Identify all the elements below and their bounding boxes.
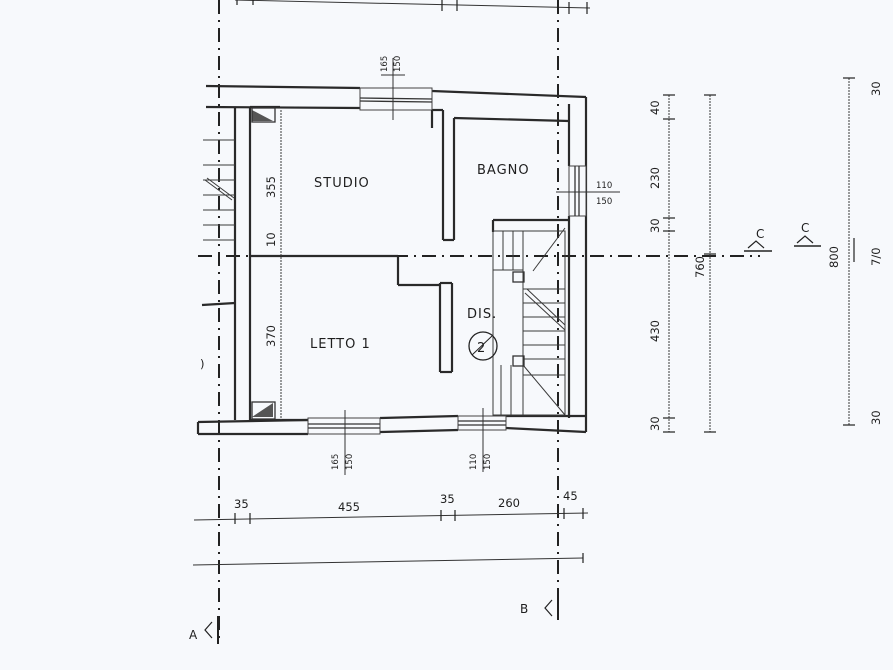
section-label-c1: C [756,227,764,241]
section-marker-b: B [520,594,559,620]
bottom-dimension-line [192,508,589,566]
window-top [359,58,433,120]
section-marker-a: A [189,616,219,644]
right-dimension-total-800 [843,77,855,426]
section-marker-c2: C [794,221,821,247]
window-top-height: 150 [393,56,403,72]
right-partial-label: 7/0 [869,247,883,266]
dim-letto-depth: 370 [264,325,278,347]
section-label-b: B [520,602,528,616]
window-right-height: 150 [596,197,612,207]
bottom-dim-0: 35 [234,497,249,511]
bottom-dim-2: 35 [440,492,455,506]
bottom-dim-4: 45 [563,489,578,503]
dim-studio-depth: 355 [264,176,278,198]
right-dim-total-inner: 760 [693,256,707,278]
window-bottom-left-width: 165 [331,454,341,470]
room-label-studio: STUDIO [314,176,370,191]
right-dim-total-outer: 800 [827,246,841,268]
window-top-width: 165 [380,56,390,72]
staircase [492,227,566,416]
stair-marker: 2 [468,331,498,361]
room-label-bagno: BAGNO [477,163,530,178]
window-right-width: 110 [596,181,612,191]
outer-walls [196,84,588,436]
neighbor-fragment: ) [200,357,205,371]
bottom-dim-1: 455 [338,500,360,514]
right-outer-end-bottom: 30 [869,410,883,425]
window-bottom-right-height: 150 [483,454,493,470]
window-right [556,165,620,217]
top-dim-label: 260 [510,0,532,3]
window-bottom-left [307,410,381,475]
section-label-a: A [189,628,198,642]
right-dimension-inner [663,94,675,433]
window-bottom-left-height: 150 [345,454,355,470]
right-dim-2: 30 [648,218,662,233]
section-marker-c1: C [744,227,772,252]
dim-partition: 10 [264,232,278,247]
section-label-c2: C [801,221,809,235]
right-dim-4: 30 [648,416,662,431]
top-dimension-line: 260 [234,0,591,14]
column-hatch [251,107,276,420]
stair-marker-number: 2 [477,341,486,356]
right-dim-1: 230 [648,167,662,189]
window-bottom-right [457,408,507,472]
bottom-dim-3: 260 [498,496,520,510]
right-dimension-total-760 [704,94,716,433]
right-dim-0: 40 [648,100,662,115]
right-outer-end-top: 30 [869,81,883,96]
neighbor-stair [201,139,236,307]
window-bottom-right-width: 110 [469,454,479,470]
room-label-dis: DIS. [467,307,497,322]
inner-walls [250,110,570,420]
right-dim-3: 430 [648,320,662,342]
room-label-letto: LETTO 1 [310,337,371,352]
